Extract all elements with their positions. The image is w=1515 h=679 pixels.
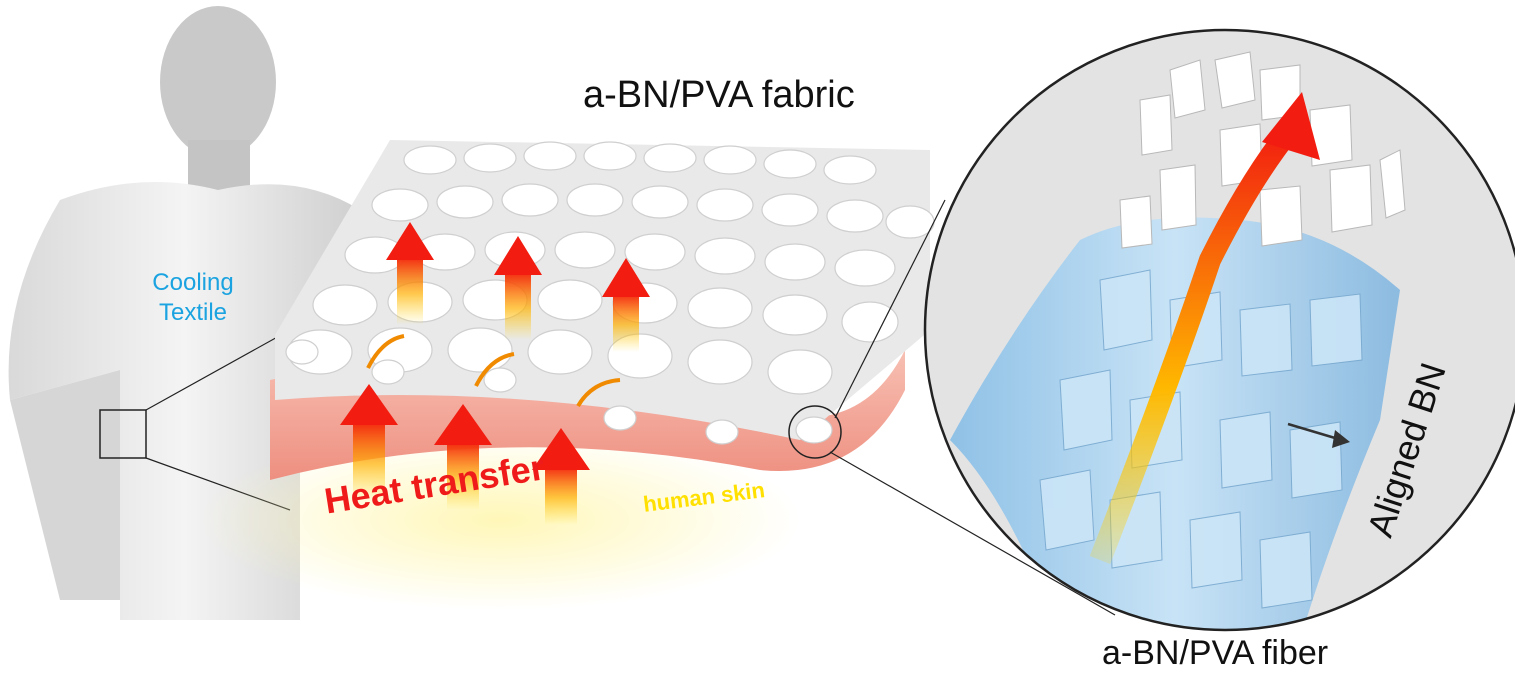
fiber-title: a-BN/PVA fiber <box>1102 634 1329 672</box>
woven-fabric <box>275 140 935 445</box>
heat-flow-curves <box>366 334 621 408</box>
fiber-zoom-line-top <box>834 199 946 419</box>
fabric-title: a-BN/PVA fabric <box>583 74 855 116</box>
cooling-textile-label: Cooling Textile <box>108 268 278 328</box>
cooling-label-line1: Cooling <box>152 269 234 296</box>
fiber-zoom-circle <box>788 405 842 459</box>
fiber-magnification <box>923 28 1515 632</box>
fiber-zoom-line-bottom <box>829 451 1116 616</box>
cooling-label-line2: Textile <box>158 299 228 326</box>
zoom-box <box>99 409 147 459</box>
heat-arrows-skin <box>340 384 590 525</box>
heat-glow <box>200 430 800 610</box>
zoom-line-top <box>145 329 291 411</box>
heat-arrows-fabric <box>386 222 650 352</box>
